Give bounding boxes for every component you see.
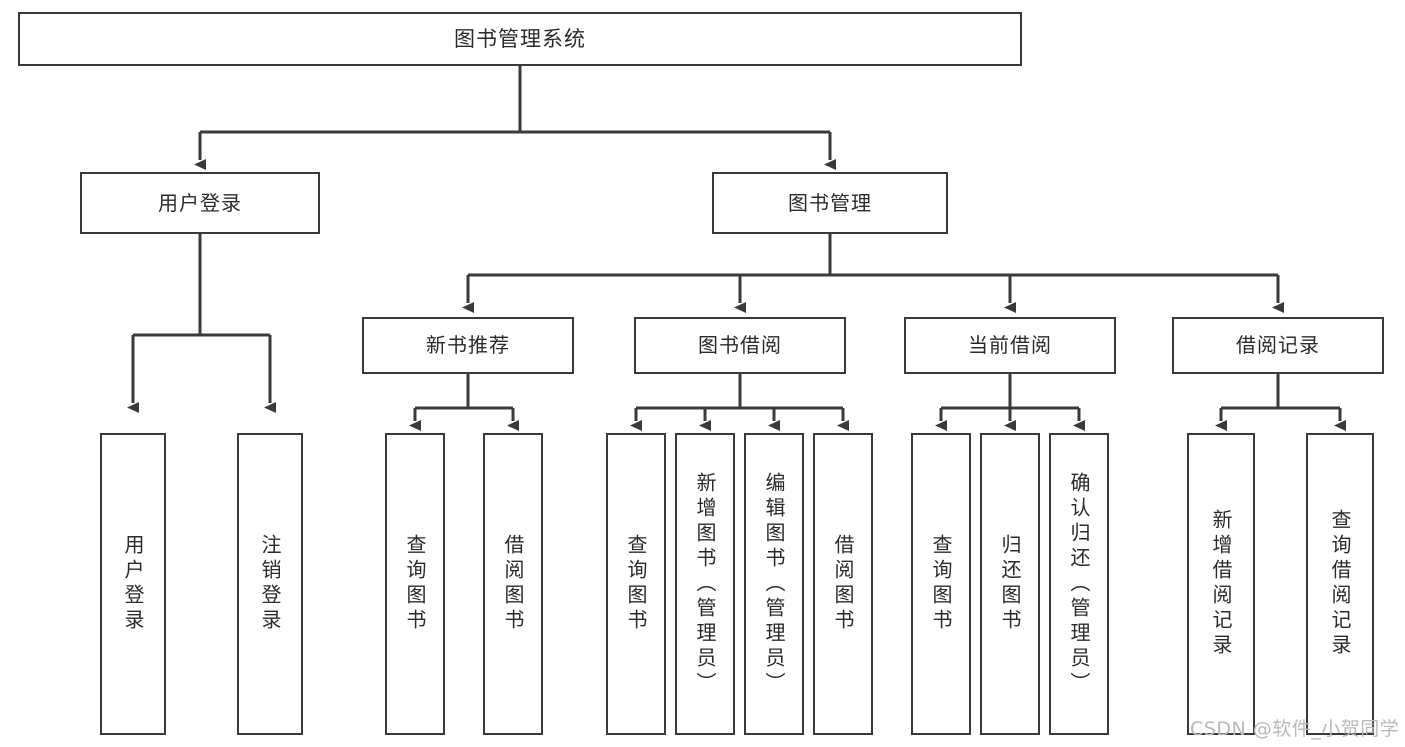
leaf-query-book-3[interactable]: 查询图书 — [911, 433, 971, 735]
leaf-query-book-1[interactable]: 查询图书 — [385, 433, 445, 735]
leaf-add-book[interactable]: 新增图书（管理员） — [675, 433, 735, 735]
leaf-confirm-return-label: 确认归还（管理员） — [1067, 471, 1091, 697]
leaf-borrow-book-1[interactable]: 借阅图书 — [483, 433, 543, 735]
node-book-manage[interactable]: 图书管理 — [712, 172, 948, 234]
node-user-login[interactable]: 用户登录 — [80, 172, 320, 234]
node-current-borrow-label: 当前借阅 — [968, 333, 1052, 357]
leaf-add-record-label: 新增借阅记录 — [1209, 509, 1233, 659]
leaf-user-login-label: 用户登录 — [121, 534, 145, 634]
leaf-user-login[interactable]: 用户登录 — [100, 433, 166, 735]
node-book-borrow[interactable]: 图书借阅 — [634, 317, 846, 374]
leaf-query-record[interactable]: 查询借阅记录 — [1306, 433, 1374, 735]
node-borrow-record[interactable]: 借阅记录 — [1172, 317, 1384, 374]
leaf-query-book-2[interactable]: 查询图书 — [606, 433, 666, 735]
leaf-query-book-3-label: 查询图书 — [929, 534, 953, 634]
node-new-book-recommend-label: 新书推荐 — [426, 333, 510, 357]
leaf-confirm-return[interactable]: 确认归还（管理员） — [1049, 433, 1109, 735]
node-root-label: 图书管理系统 — [454, 26, 586, 51]
node-borrow-record-label: 借阅记录 — [1236, 333, 1320, 357]
leaf-query-book-1-label: 查询图书 — [403, 534, 427, 634]
leaf-add-record[interactable]: 新增借阅记录 — [1187, 433, 1255, 735]
leaf-add-book-label: 新增图书（管理员） — [693, 471, 717, 697]
node-current-borrow[interactable]: 当前借阅 — [904, 317, 1116, 374]
leaf-edit-book[interactable]: 编辑图书（管理员） — [744, 433, 804, 735]
node-new-book-recommend[interactable]: 新书推荐 — [362, 317, 574, 374]
node-root[interactable]: 图书管理系统 — [18, 12, 1022, 66]
node-book-borrow-label: 图书借阅 — [698, 333, 782, 357]
leaf-user-logout[interactable]: 注销登录 — [237, 433, 303, 735]
leaf-edit-book-label: 编辑图书（管理员） — [762, 471, 786, 697]
csdn-watermark: CSDN @软件_小贺同学 — [1190, 718, 1400, 740]
leaf-borrow-book-1-label: 借阅图书 — [501, 534, 525, 634]
node-book-manage-label: 图书管理 — [788, 190, 872, 215]
leaf-return-book-label: 归还图书 — [998, 534, 1022, 634]
leaf-borrow-book-2-label: 借阅图书 — [831, 534, 855, 634]
leaf-query-book-2-label: 查询图书 — [624, 534, 648, 634]
leaf-return-book[interactable]: 归还图书 — [980, 433, 1040, 735]
node-user-login-label: 用户登录 — [158, 190, 242, 215]
leaf-borrow-book-2[interactable]: 借阅图书 — [813, 433, 873, 735]
leaf-user-logout-label: 注销登录 — [258, 534, 282, 634]
leaf-query-record-label: 查询借阅记录 — [1328, 509, 1352, 659]
